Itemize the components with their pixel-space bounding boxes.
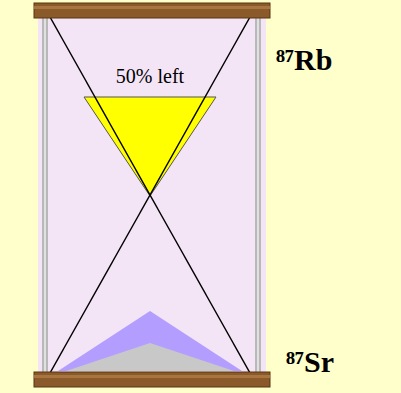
glass-outline xyxy=(50,17,250,373)
strontium-pile xyxy=(58,311,242,371)
strontium-pile-inner xyxy=(66,343,234,371)
left-post xyxy=(42,16,48,374)
remaining-label: 50% left xyxy=(116,65,184,88)
left-post-highlight xyxy=(44,16,46,374)
wood-grain xyxy=(34,6,270,9)
glass-background xyxy=(38,16,266,374)
parent-isotope-label: ⁸⁷Rb xyxy=(276,43,332,77)
right-post-highlight xyxy=(257,16,259,374)
glass-outline xyxy=(50,17,250,373)
right-post xyxy=(255,16,261,374)
daughter-isotope-label: ⁸⁷Sr xyxy=(286,345,334,379)
wood-grain xyxy=(34,375,270,378)
top-wooden-bar xyxy=(34,3,270,18)
bottom-wooden-bar xyxy=(34,372,270,387)
